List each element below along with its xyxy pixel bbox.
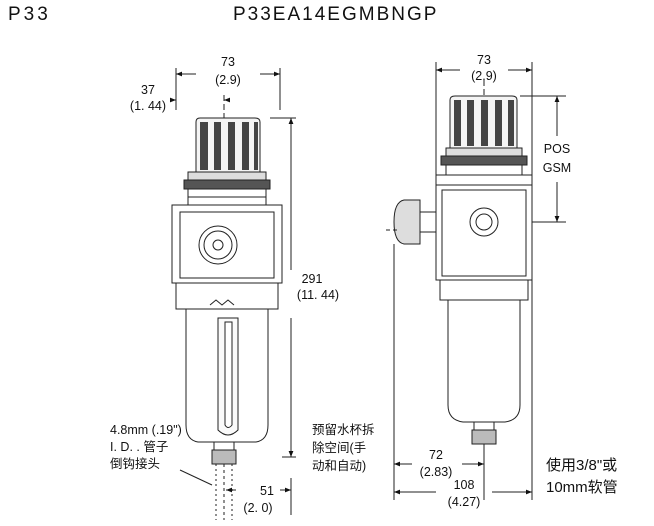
fitting-note-line2: I. D. . 管子 [110,439,168,454]
clearance-note-line3: 动和自动) [312,459,366,473]
pos-label: POS [544,142,570,156]
tube-note-line1: 使用3/8"或 [546,457,617,474]
offset-mm: 37 [141,83,155,97]
side-view [393,80,533,460]
model-number: P33EA14EGMBNGP [233,4,439,25]
clearance-note-line1: 预留水杯拆 [312,422,375,437]
height-mm: 291 [302,272,323,286]
total-width-in: (4.27) [448,495,481,509]
front-view [171,95,283,520]
front-width-mm: 73 [221,55,235,69]
fitting-note-line3: 倒钩接头 [110,456,160,471]
gsm-label: GSM [543,161,571,175]
gauge-offset-in: (2.83) [420,465,453,479]
side-dimensions [386,62,566,500]
gauge-offset-mm: 72 [429,448,443,462]
drain-offset-in: (2. 0) [243,501,272,515]
drain-offset-mm: 51 [260,484,274,498]
total-width-mm: 108 [454,478,475,492]
fitting-note-line1: 4.8mm (.19") [110,423,182,437]
height-in: (11. 44) [297,288,339,302]
offset-in: (1. 44) [130,99,166,113]
side-width-in: (2.9) [471,69,497,83]
front-dimensions [170,68,296,515]
series-label: P33 [8,4,51,25]
tube-note-line2: 10mm软管 [546,479,618,496]
side-width-mm: 73 [477,53,491,67]
clearance-note-line2: 除空间(手 [312,440,366,455]
front-width-in: (2.9) [215,73,241,87]
